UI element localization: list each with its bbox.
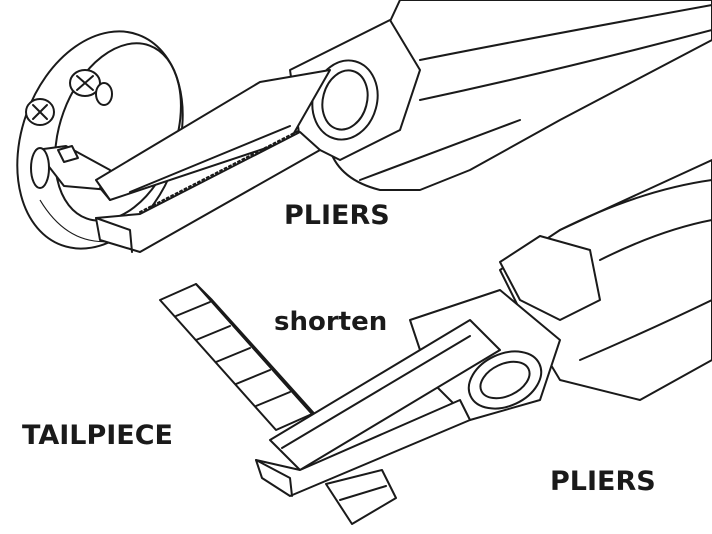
label-shorten: shorten (274, 307, 388, 337)
label-pliers-top: PLIERS (284, 200, 390, 231)
screw-lower (25, 98, 55, 126)
label-pliers-bottom: PLIERS (550, 466, 656, 497)
pliers-bottom (255, 159, 712, 497)
pliers-top (95, 0, 712, 253)
hole-small (95, 82, 113, 106)
screw-upper (69, 69, 101, 97)
label-tailpiece: TAILPIECE (22, 420, 174, 451)
